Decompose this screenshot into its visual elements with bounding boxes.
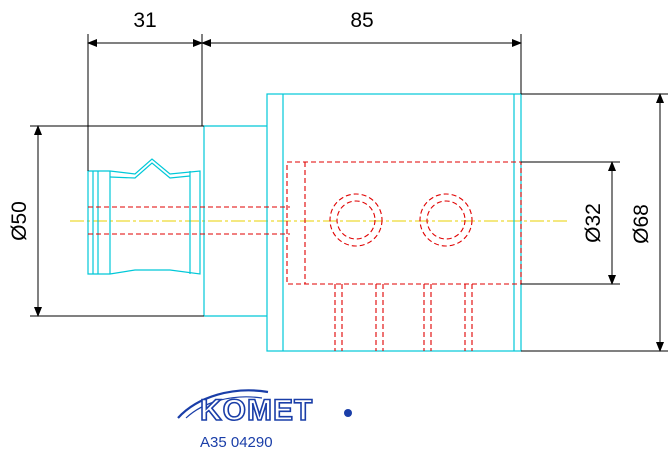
neck-outline	[203, 125, 267, 317]
dimension-31-label: 31	[133, 9, 156, 32]
dimension-diameter-50: Ø50	[8, 125, 204, 317]
dimension-top-left: 31	[87, 9, 203, 171]
komet-logo: KOMET A35 04290	[177, 389, 352, 451]
hidden-lines	[88, 161, 522, 351]
part-number: A35 04290	[200, 434, 273, 451]
dimension-32-label: Ø32	[582, 203, 605, 243]
dimension-top-right: 85	[201, 9, 522, 94]
shank-outline	[87, 158, 201, 275]
body-outline	[266, 93, 522, 352]
dimension-diameter-32: Ø32	[521, 161, 620, 285]
dimension-68-label: Ø68	[630, 204, 653, 244]
dimension-85-label: 85	[350, 9, 373, 32]
dimension-50-label: Ø50	[8, 201, 31, 241]
komet-brand-text: KOMET	[200, 394, 313, 427]
dimension-diameter-68: Ø68	[521, 93, 668, 352]
registered-mark-icon	[344, 409, 352, 417]
